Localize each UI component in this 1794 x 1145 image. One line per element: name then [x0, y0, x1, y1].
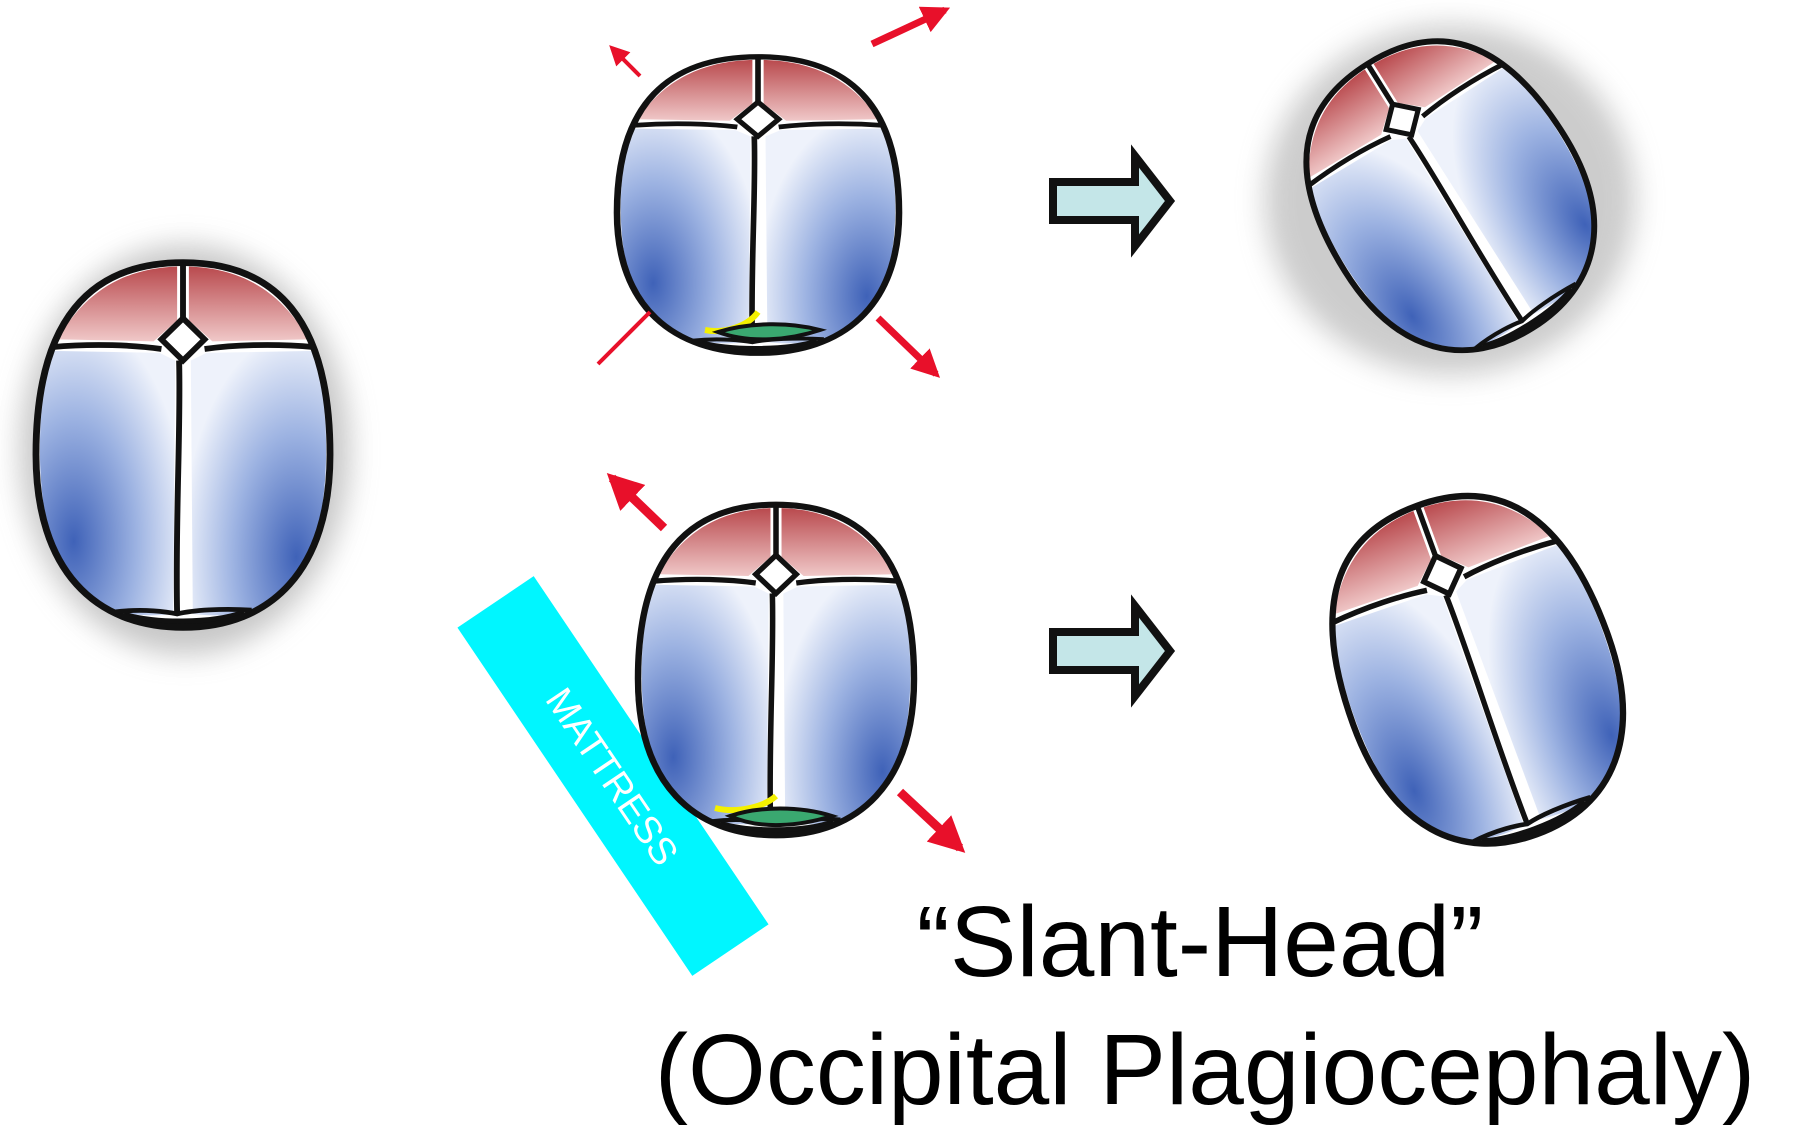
normal-skull — [10, 210, 420, 710]
deformed-skull-bottom — [1290, 460, 1663, 881]
caption-title: “Slant-Head” — [880, 882, 1520, 1002]
right-block-arrow-icon — [1053, 606, 1170, 696]
red-force-arrow-icon — [878, 318, 936, 374]
deformed-skull-top — [1250, 0, 1670, 400]
red-force-arrow-icon — [612, 48, 640, 76]
right-block-arrow-icon — [1053, 156, 1170, 246]
caption-subtitle: (Occipital Plagiocephaly) — [620, 1010, 1790, 1130]
red-force-arrow-icon — [872, 10, 945, 44]
skull-mattress-bottom — [638, 505, 914, 836]
skull-forces-top — [617, 57, 899, 353]
red-force-arrow-icon — [598, 312, 650, 364]
red-force-arrow-icon — [900, 792, 960, 848]
red-force-arrow-icon — [612, 478, 664, 528]
